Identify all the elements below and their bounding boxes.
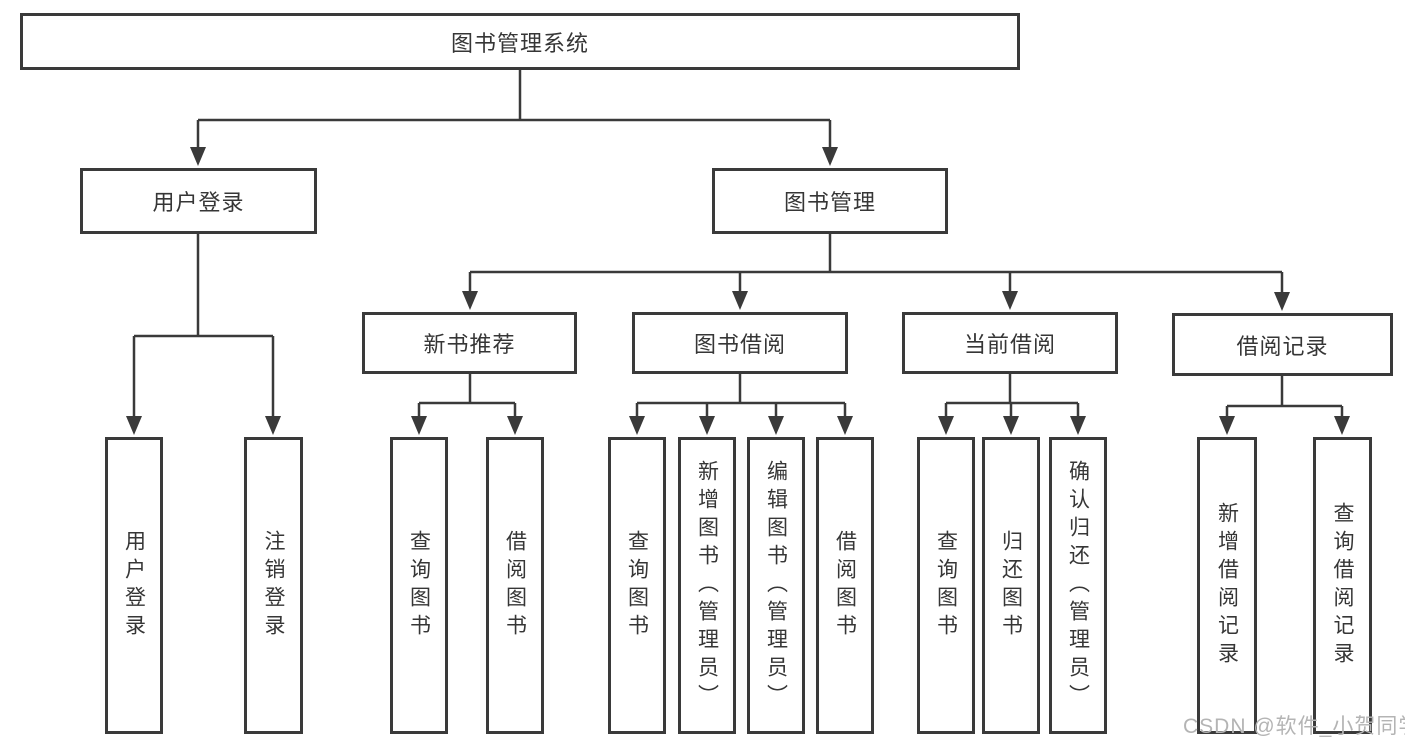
- node-label: 图书管理系统: [450, 30, 589, 56]
- node-label: 新增借阅记录: [1215, 501, 1239, 670]
- leaf-logout: 注销登录: [244, 437, 303, 734]
- node-label: 查询图书: [934, 529, 958, 642]
- arrow-down-icon: [126, 416, 142, 435]
- node-book-borrowing: 图书借阅: [632, 312, 848, 374]
- node-label: 新书推荐: [423, 332, 516, 357]
- node-new-book-recommendation: 新书推荐: [362, 312, 577, 374]
- arrow-down-icon: [938, 416, 954, 435]
- node-label: 归还图书: [999, 529, 1023, 642]
- node-label: 查询图书: [407, 529, 431, 642]
- leaf-query-books-borrow: 查询图书: [608, 437, 666, 734]
- edge-bookmgmt-to-level3: [468, 233, 1284, 296]
- arrow-down-icon: [462, 291, 478, 310]
- node-label: 编辑图书（管理员）: [764, 459, 788, 712]
- arrow-down-icon: [1070, 416, 1086, 435]
- node-label: 确认归还（管理员）: [1066, 459, 1090, 712]
- edge-newbook-children: [417, 373, 517, 420]
- arrow-down-icon: [768, 416, 784, 435]
- node-label: 用户登录: [152, 190, 245, 215]
- arrow-down-icon: [1219, 416, 1235, 435]
- node-borrowing-records: 借阅记录: [1172, 313, 1393, 376]
- arrow-down-icon: [411, 416, 427, 435]
- edge-bookborrow-children: [635, 373, 847, 420]
- node-label: 借阅记录: [1236, 333, 1329, 359]
- node-label: 图书管理: [783, 190, 876, 215]
- csdn-watermark: CSDN @软件_小贺同学: [1183, 715, 1405, 738]
- node-label: 借阅图书: [833, 529, 857, 642]
- arrow-down-icon: [190, 147, 206, 166]
- arrow-down-icon: [1003, 416, 1019, 435]
- arrow-down-icon: [1334, 416, 1350, 435]
- edge-userlogin-children: [132, 233, 275, 420]
- leaf-add-book-admin: 新增图书（管理员）: [678, 437, 736, 734]
- leaf-user-login: 用户登录: [105, 437, 163, 734]
- leaf-return-book: 归还图书: [982, 437, 1040, 734]
- leaf-add-borrow-record: 新增借阅记录: [1197, 437, 1257, 734]
- arrow-down-icon: [732, 291, 748, 310]
- node-user-login: 用户登录: [80, 168, 317, 234]
- arrow-down-icon: [837, 416, 853, 435]
- edge-root-to-level2: [196, 70, 832, 150]
- leaf-query-borrow-record: 查询借阅记录: [1313, 437, 1372, 734]
- leaf-borrow-books: 借阅图书: [816, 437, 874, 734]
- node-label: 查询借阅记录: [1331, 501, 1354, 670]
- node-label: 图书借阅: [693, 332, 786, 357]
- edge-records-children: [1225, 376, 1344, 420]
- leaf-confirm-return-admin: 确认归还（管理员）: [1049, 437, 1107, 734]
- node-label: 新增图书（管理员）: [695, 459, 719, 712]
- arrow-down-icon: [1274, 292, 1290, 311]
- leaf-query-books-current: 查询图书: [917, 437, 975, 734]
- leaf-borrow-books-recommend: 借阅图书: [486, 437, 544, 734]
- leaf-edit-book-admin: 编辑图书（管理员）: [747, 437, 805, 734]
- node-label: 查询图书: [625, 529, 649, 642]
- node-label: 借阅图书: [503, 529, 527, 642]
- arrow-down-icon: [1002, 291, 1018, 310]
- arrow-down-icon: [507, 416, 523, 435]
- edge-currentborrow-children: [944, 373, 1080, 420]
- arrow-down-icon: [699, 416, 715, 435]
- arrow-down-icon: [265, 416, 281, 435]
- node-label: 注销登录: [262, 529, 285, 642]
- node-label: 用户登录: [122, 529, 146, 642]
- node-book-management: 图书管理: [712, 168, 948, 234]
- arrow-down-icon: [822, 147, 838, 166]
- node-label: 当前借阅: [963, 332, 1056, 357]
- leaf-query-books-recommend: 查询图书: [390, 437, 448, 734]
- node-library-management-system: 图书管理系统: [20, 13, 1020, 70]
- node-current-borrowing: 当前借阅: [902, 312, 1118, 374]
- arrow-down-icon: [629, 416, 645, 435]
